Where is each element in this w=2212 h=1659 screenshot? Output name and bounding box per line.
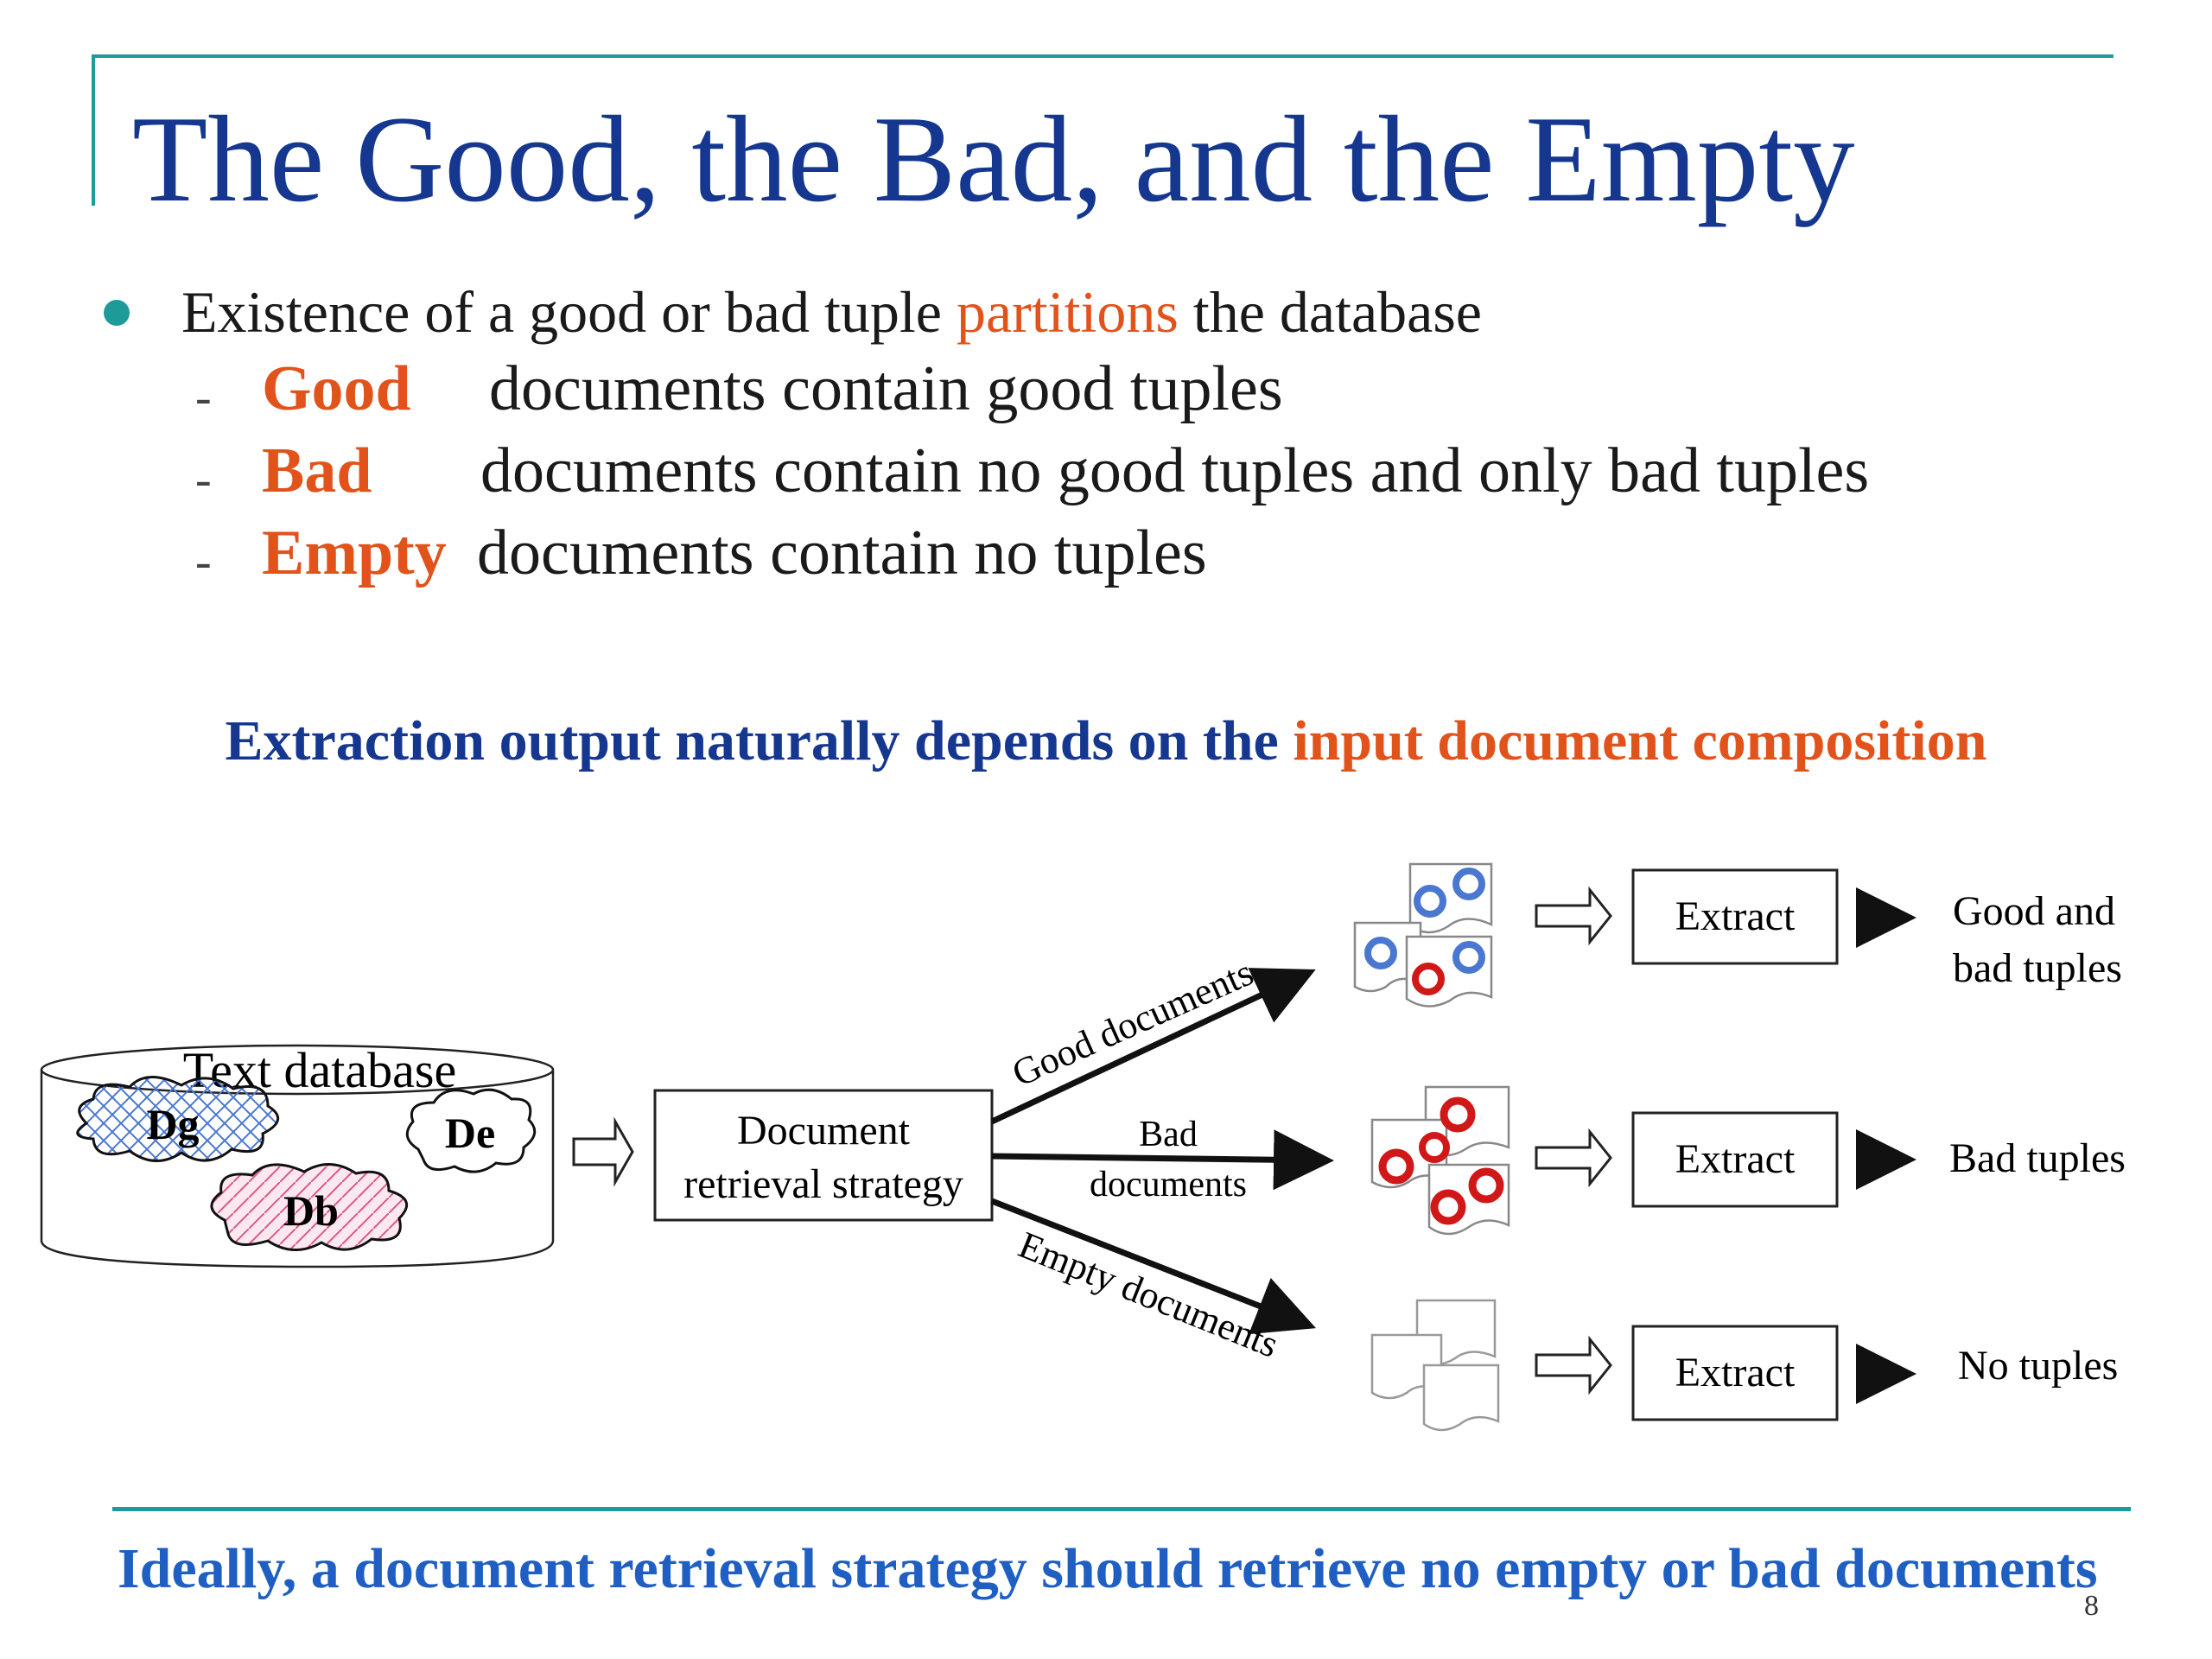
- good-tuple-marker: [1452, 941, 1485, 974]
- headline: Extraction output naturally depends on t…: [0, 709, 2212, 774]
- extract-box-bad: [1631, 1111, 1839, 1208]
- bullet-text: Existence of a good or bad tuple partiti…: [181, 278, 1482, 346]
- edge-bad: [991, 1129, 1334, 1191]
- cloud-bad: [210, 1163, 409, 1251]
- edge-bad-label-line2: documents: [1090, 1165, 1247, 1205]
- extract-label: Extract: [1675, 1350, 1796, 1395]
- edge-empty-label: Empty documents: [1013, 1224, 1284, 1366]
- bullet-suffix: the database: [1178, 279, 1482, 345]
- extract-box-good: [1631, 868, 1839, 965]
- cloud-bad-label: Db: [283, 1186, 339, 1235]
- output-empty: No tuples: [1958, 1343, 2118, 1389]
- headline-part2: input document composition: [1293, 709, 1987, 772]
- bullet-highlight: partitions: [956, 279, 1179, 345]
- bad-documents-stack: [1370, 1085, 1510, 1236]
- empty-documents-stack: [1370, 1299, 1500, 1432]
- subitem-term-good: Good: [262, 353, 411, 424]
- edge-bad-label-line1: Bad: [1139, 1115, 1198, 1154]
- subitem-dash: -: [195, 535, 212, 588]
- output-good-line2: bad tuples: [1953, 945, 2122, 991]
- cloud-good-label: Dg: [146, 1100, 199, 1148]
- slide-title: The Good, the Bad, and the Empty: [132, 91, 1855, 227]
- extract-label: Extract: [1675, 1136, 1796, 1182]
- hollow-arrow: [572, 1116, 634, 1187]
- hollow-arrow: [1535, 1335, 1612, 1395]
- hollow-arrow: [1535, 1128, 1612, 1188]
- subitem-dash: -: [195, 371, 212, 424]
- retrieval-diagram: Text database Dg De Db Document retrieva…: [40, 862, 2126, 1432]
- page-number: 8: [2084, 1590, 2099, 1622]
- title-frame-top-rule: [92, 54, 2113, 58]
- extract-box-empty: [1631, 1325, 1839, 1421]
- footer-note: Ideally, a document retrieval strategy s…: [118, 1537, 2098, 1600]
- subitem-text-good: documents contain good tuples: [489, 353, 1283, 424]
- bad-tuple-marker: [1412, 963, 1445, 995]
- good-tuple-marker: [1414, 885, 1446, 918]
- strategy-label-line2: retrieval strategy: [683, 1161, 963, 1207]
- bad-tuple-marker: [1440, 1096, 1476, 1133]
- strategy-label-line1: Document: [737, 1108, 911, 1154]
- subitem-term-empty: Empty: [262, 518, 447, 588]
- title-frame-left-rule: [92, 54, 95, 206]
- good-tuple-marker: [1364, 937, 1397, 969]
- subitem-text-bad: documents contain no good tuples and onl…: [480, 435, 1870, 506]
- edge-empty: [990, 1198, 1317, 1335]
- bad-tuple-marker: [1419, 1132, 1450, 1163]
- bad-tuple-marker: [1378, 1148, 1414, 1185]
- extract-label: Extract: [1675, 893, 1796, 939]
- edge-good-label: Good documents: [1006, 951, 1259, 1096]
- output-bad: Bad tuples: [1949, 1135, 2126, 1181]
- bad-tuple-marker: [1430, 1189, 1466, 1225]
- subitem-dash: -: [195, 453, 212, 506]
- output-good-line1: Good and: [1953, 888, 2115, 934]
- subitem-text-empty: documents contain no tuples: [477, 518, 1207, 588]
- edge-good: [990, 968, 1316, 1125]
- bullet-dot: [104, 300, 130, 326]
- cloud-empty-label: De: [445, 1109, 495, 1157]
- bad-tuple-marker: [1468, 1167, 1504, 1204]
- cloud-good: [76, 1076, 279, 1162]
- cloud-empty: [405, 1088, 537, 1173]
- bullet-prefix: Existence of a good or bad tuple: [181, 279, 957, 345]
- hollow-arrow: [1535, 886, 1612, 946]
- good-tuple-marker: [1452, 868, 1485, 900]
- strategy-box: [653, 1089, 994, 1222]
- subitem-term-bad: Bad: [262, 435, 372, 506]
- footer-rule: [112, 1507, 2131, 1511]
- good-documents-stack: [1353, 862, 1493, 1007]
- headline-part1: Extraction output naturally depends on t…: [225, 709, 1294, 772]
